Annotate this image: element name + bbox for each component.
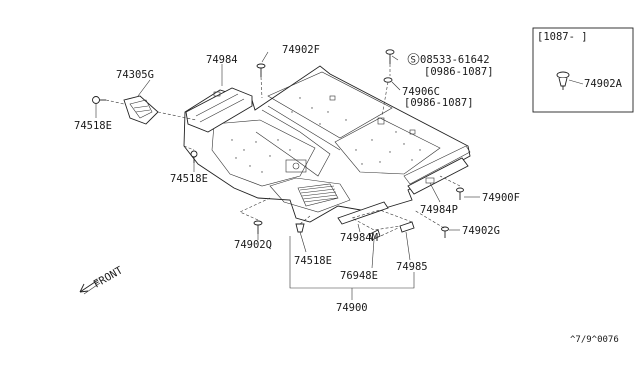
trim-strip-74984 [185, 87, 253, 133]
callout-74902A: 74902A [584, 78, 623, 90]
callout-74984M: 74984M [340, 232, 378, 244]
clip-74518E-mid [190, 150, 198, 163]
callout-74518E-bottom: 74518E [294, 255, 332, 267]
callout-76948E: 76948E [340, 270, 378, 282]
callout-74518E-left: 74518E [74, 120, 112, 132]
clip-74518E-left [92, 96, 106, 104]
page-code: ^7/9^0076 [570, 335, 619, 345]
callout-74984: 74984 [206, 54, 238, 66]
bracket-74305G [123, 95, 159, 125]
screw-spec-symbol: S [407, 53, 420, 66]
clip-74902Q [253, 220, 263, 234]
trim-strip-74984M [337, 201, 389, 225]
clip-74985 [399, 221, 415, 233]
callout-08533-range: [0986-1087] [424, 66, 494, 78]
callout-74305G: 74305G [116, 69, 154, 81]
screw-74902F [256, 63, 266, 77]
washer-74906C [383, 77, 393, 83]
front-direction-arrow: FRONT [79, 264, 126, 295]
screw-74900F [456, 187, 464, 200]
callout-74900F: 74900F [482, 192, 520, 204]
screw-74902G [441, 226, 449, 238]
callout-74518E-mid: 74518E [170, 173, 208, 185]
callout-74902G: 74902G [462, 225, 500, 237]
callout-08533-61642: 08533-61642 [420, 54, 490, 66]
callout-74906C-range: [0986-1087] [404, 97, 474, 109]
callout-74900: 74900 [336, 302, 368, 314]
clip-74518E-bottom [295, 223, 305, 233]
inset-box: [1087- ] 74902A [532, 27, 634, 113]
front-label: FRONT [92, 264, 126, 291]
callout-74906C: 74906C [402, 86, 440, 98]
callout-74984P: 74984P [420, 204, 458, 216]
callout-74902F: 74902F [282, 44, 320, 56]
clip-icon [556, 71, 570, 90]
screw-symbol: S [411, 56, 416, 66]
floor-carpet [183, 65, 471, 223]
clip-76948E [369, 229, 381, 241]
screw-08533 [385, 49, 395, 64]
inset-date-label: [1087- ] [537, 31, 588, 43]
callout-74902Q: 74902Q [234, 239, 272, 251]
callout-74985: 74985 [396, 261, 428, 273]
